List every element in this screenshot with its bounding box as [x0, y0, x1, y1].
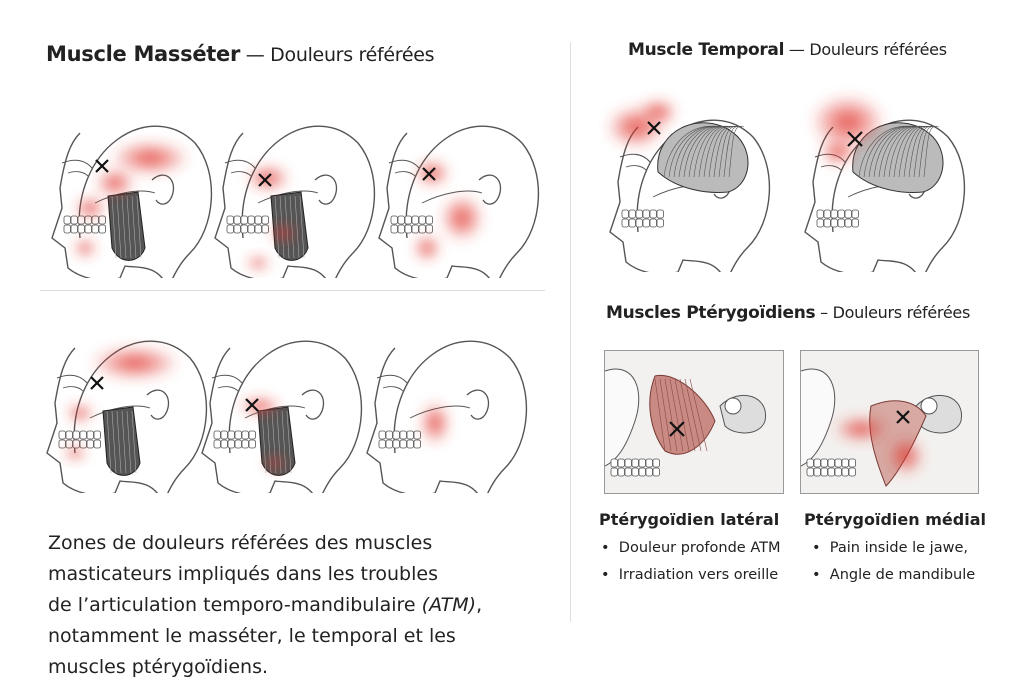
horizontal-divider: [40, 290, 545, 291]
caption: Zones de douleurs référées des muscles m…: [48, 528, 482, 683]
pain-zone: [414, 159, 450, 187]
ear-icon: [478, 174, 502, 205]
lateral-pterygoid-muscle: [649, 374, 716, 455]
lateral-pterygoid-illustration: [604, 350, 784, 494]
pain-zone: [888, 436, 924, 476]
masseter-head-illustration: [51, 125, 213, 278]
pain-zone: [440, 194, 484, 242]
lateral-bullets: • Douleur profonde ATM • Irradiation ver…: [601, 535, 781, 589]
pain-zone: [110, 140, 190, 176]
pain-zone: [66, 403, 94, 423]
bullet-item: • Irradiation vers oreille: [601, 567, 779, 583]
pain-zone: [238, 396, 282, 416]
ear-icon: [314, 174, 338, 205]
pain-zone: [833, 415, 889, 443]
x-cross-icon: [95, 159, 109, 173]
pain-zone: [74, 196, 106, 220]
x-cross-icon: [90, 376, 104, 390]
pain-zone: [95, 168, 135, 198]
ear-icon: [466, 389, 490, 420]
masseter-head-illustration: [366, 340, 528, 493]
lateral-title: Ptérygoïdien latéral: [599, 510, 780, 529]
pain-zone: [820, 138, 856, 166]
masseter-head-illustration: [46, 340, 208, 493]
x-cross-icon: [422, 167, 436, 181]
masseter-muscle: [102, 406, 141, 476]
ear-icon: [146, 389, 170, 420]
medial-pterygoid-illustration: [800, 350, 979, 494]
x-cross-icon: [669, 421, 685, 437]
masseter-head-illustration: [201, 340, 363, 493]
pain-zone: [638, 98, 678, 126]
caption-line: muscles ptérygoïdiens.: [48, 656, 269, 678]
bullet-item: • Douleur profonde ATM: [601, 540, 781, 556]
pain-zone: [269, 223, 297, 243]
caption-line: masticateurs impliqués dans les troubles: [48, 563, 438, 585]
pterygoid-title: Muscles Ptérygoïdiens – Douleurs référée…: [606, 303, 970, 323]
vertical-divider: [570, 42, 571, 622]
pain-zone: [263, 455, 287, 471]
medial-bullets: • Pain inside le jawe, • Angle de mandib…: [812, 535, 975, 589]
temporal-head-illustration: [606, 98, 771, 272]
masseter-muscle: [107, 191, 146, 261]
pain-zone: [419, 401, 451, 445]
x-cross-icon: [245, 398, 259, 412]
ear-icon: [301, 389, 325, 420]
masseter-head-illustration: [214, 125, 376, 278]
caption-line: de l’articulation temporo-mandibulaire (…: [48, 594, 483, 616]
bullet-item: • Angle de mandibule: [812, 567, 976, 583]
pain-zone: [413, 234, 441, 262]
masseter-title: Muscle Masséter — Douleurs référées: [46, 42, 435, 66]
x-cross-icon: [258, 173, 272, 187]
bullet-item: • Pain inside le jawe,: [812, 540, 968, 556]
temporal-muscle: [657, 122, 749, 193]
pain-zone: [90, 345, 180, 381]
caption-line: Zones de douleurs référées des muscles: [48, 532, 433, 554]
x-cross-icon: [896, 410, 910, 424]
ear-icon: [151, 174, 175, 205]
temporal-head-illustration: [804, 94, 966, 272]
pain-zone: [246, 255, 270, 271]
pain-zone: [810, 94, 886, 150]
medial-title: Ptérygoïdien médial: [804, 510, 986, 529]
pain-zone: [63, 445, 87, 461]
masseter-head-illustration: [378, 125, 540, 278]
temporal-title: Muscle Temporal — Douleurs référées: [628, 40, 947, 60]
pain-zone: [73, 238, 97, 258]
x-cross-icon: [647, 121, 661, 135]
caption-line: notamment le masséter, le temporal et le…: [48, 625, 456, 647]
x-cross-icon: [847, 131, 863, 147]
